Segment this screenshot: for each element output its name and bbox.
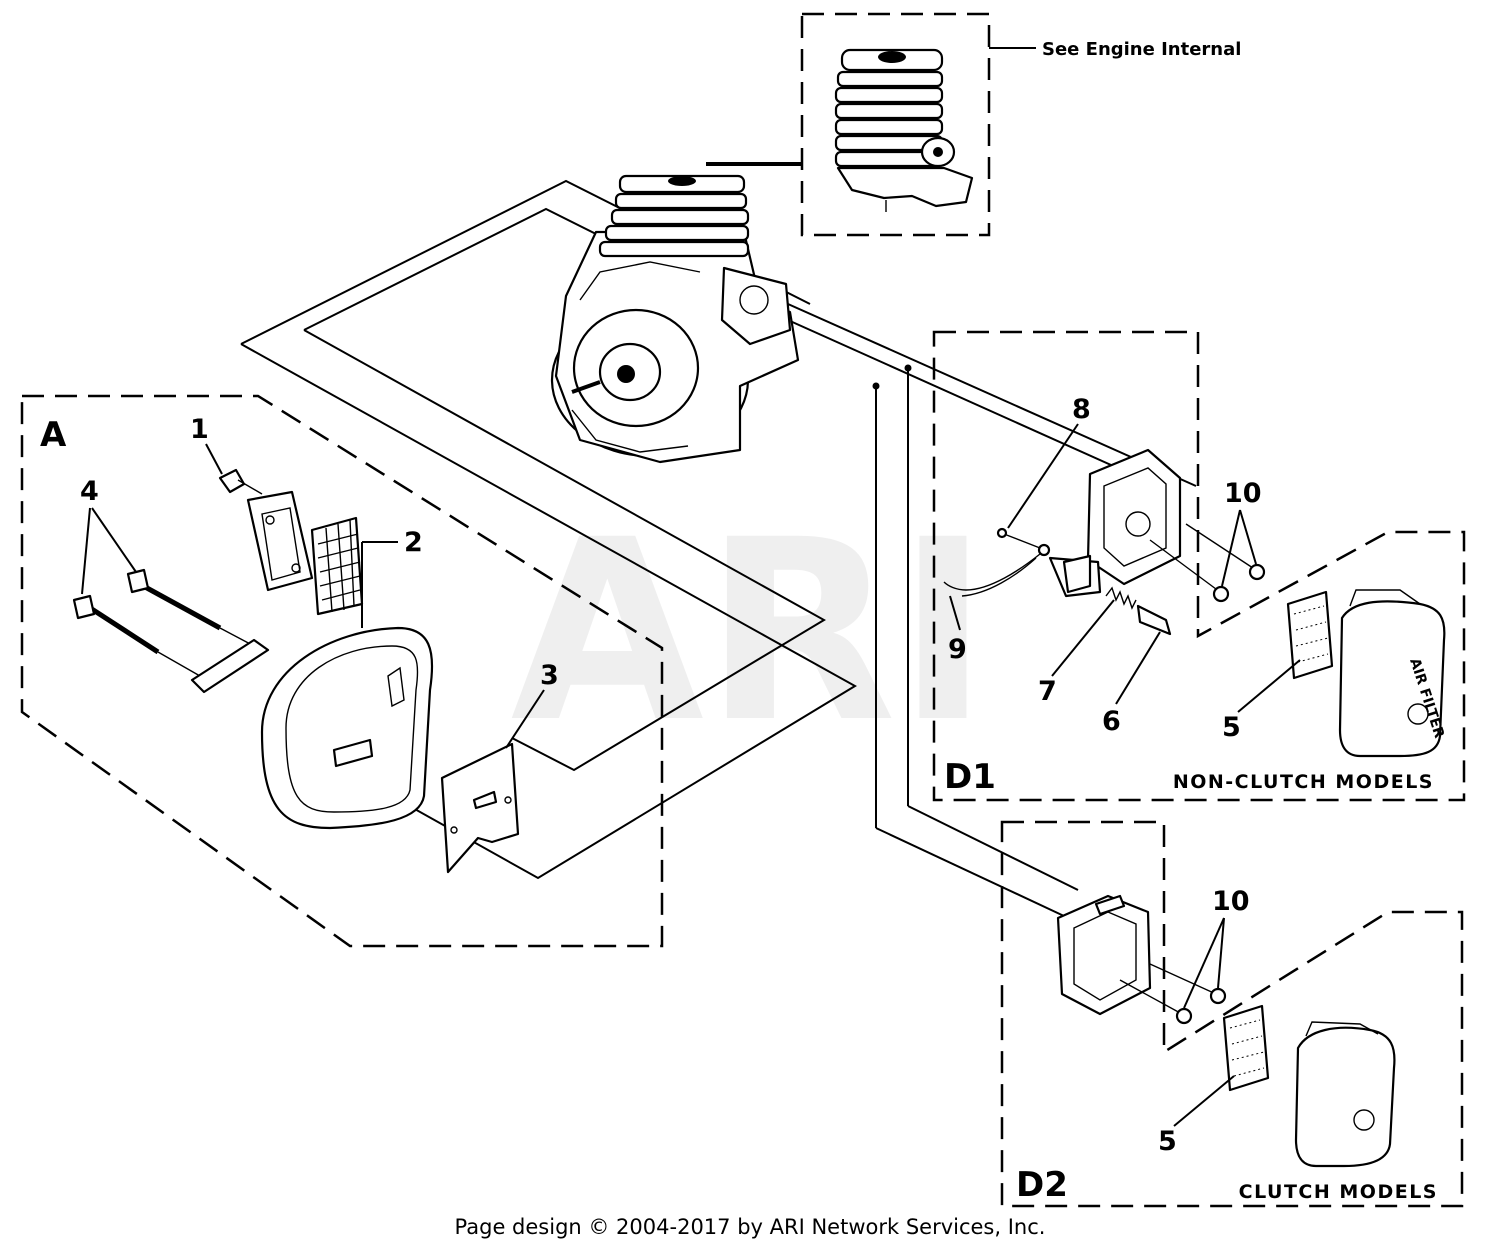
section-label-a: A <box>40 415 67 455</box>
ari-watermark: ARI <box>510 486 989 777</box>
part-7-spring <box>1105 586 1137 610</box>
callout-10-d1: 10 <box>1224 478 1262 509</box>
part-8-screw <box>996 527 1041 549</box>
part-6-choke-knob <box>1136 604 1172 636</box>
section-d2-air-filter: D2 CLUTCH MODELS 10 5 <box>1000 820 1464 1208</box>
air-filter-base <box>1048 448 1182 598</box>
callout-10-d2: 10 <box>1212 886 1250 917</box>
section-label-d2: D2 <box>1016 1165 1068 1205</box>
filter-cover-d2 <box>1294 1021 1396 1168</box>
callout-5-d2: 5 <box>1158 1126 1177 1157</box>
part-5-filter-element-d2 <box>1222 1004 1270 1092</box>
non-clutch-models-label: NON-CLUTCH MODELS <box>1173 771 1434 793</box>
callout-2: 2 <box>404 527 423 558</box>
callout-6: 6 <box>1102 706 1121 737</box>
part-5-filter-element-d1 <box>1286 590 1334 680</box>
filter-cover-d1: AIR FILTER <box>1338 589 1447 758</box>
engine-internal-box <box>800 12 991 237</box>
callout-7: 7 <box>1038 676 1057 707</box>
callout-9: 9 <box>948 634 967 665</box>
callout-8: 8 <box>1072 394 1091 425</box>
spacer-plate <box>190 638 270 694</box>
section-d1-air-filter: D1 NON-CLUTCH MODELS 8 9 7 <box>932 330 1466 802</box>
part-3-gasket <box>440 742 520 874</box>
part-4-bolts <box>72 568 255 677</box>
part-10-nuts-d1 <box>1149 523 1266 603</box>
air-filter-base-d2 <box>1056 894 1152 1016</box>
part-2-screen <box>310 516 364 616</box>
section-label-d1: D1 <box>944 757 996 797</box>
callout-1: 1 <box>190 414 209 445</box>
copyright-footer: Page design © 2004-2017 by ARI Network S… <box>455 1215 1046 1239</box>
see-engine-internal-label: See Engine Internal <box>1042 39 1241 60</box>
assembly-outline <box>240 179 1197 917</box>
cylinder-illustration <box>834 48 974 212</box>
part-1-screw <box>218 468 263 495</box>
callout-3: 3 <box>540 660 559 691</box>
part-9-wire <box>943 543 1051 597</box>
junction-dot <box>872 382 880 390</box>
section-a-muffler: A 1 2 <box>20 394 664 948</box>
engine-illustration <box>550 174 800 464</box>
deflector-plate <box>246 490 314 592</box>
callout-4: 4 <box>80 476 99 507</box>
part-10-nuts-d2 <box>1119 963 1227 1025</box>
clutch-models-label: CLUTCH MODELS <box>1239 1181 1438 1203</box>
junction-dot <box>904 364 912 372</box>
callout-5-d1: 5 <box>1222 712 1241 743</box>
muffler <box>260 626 434 830</box>
